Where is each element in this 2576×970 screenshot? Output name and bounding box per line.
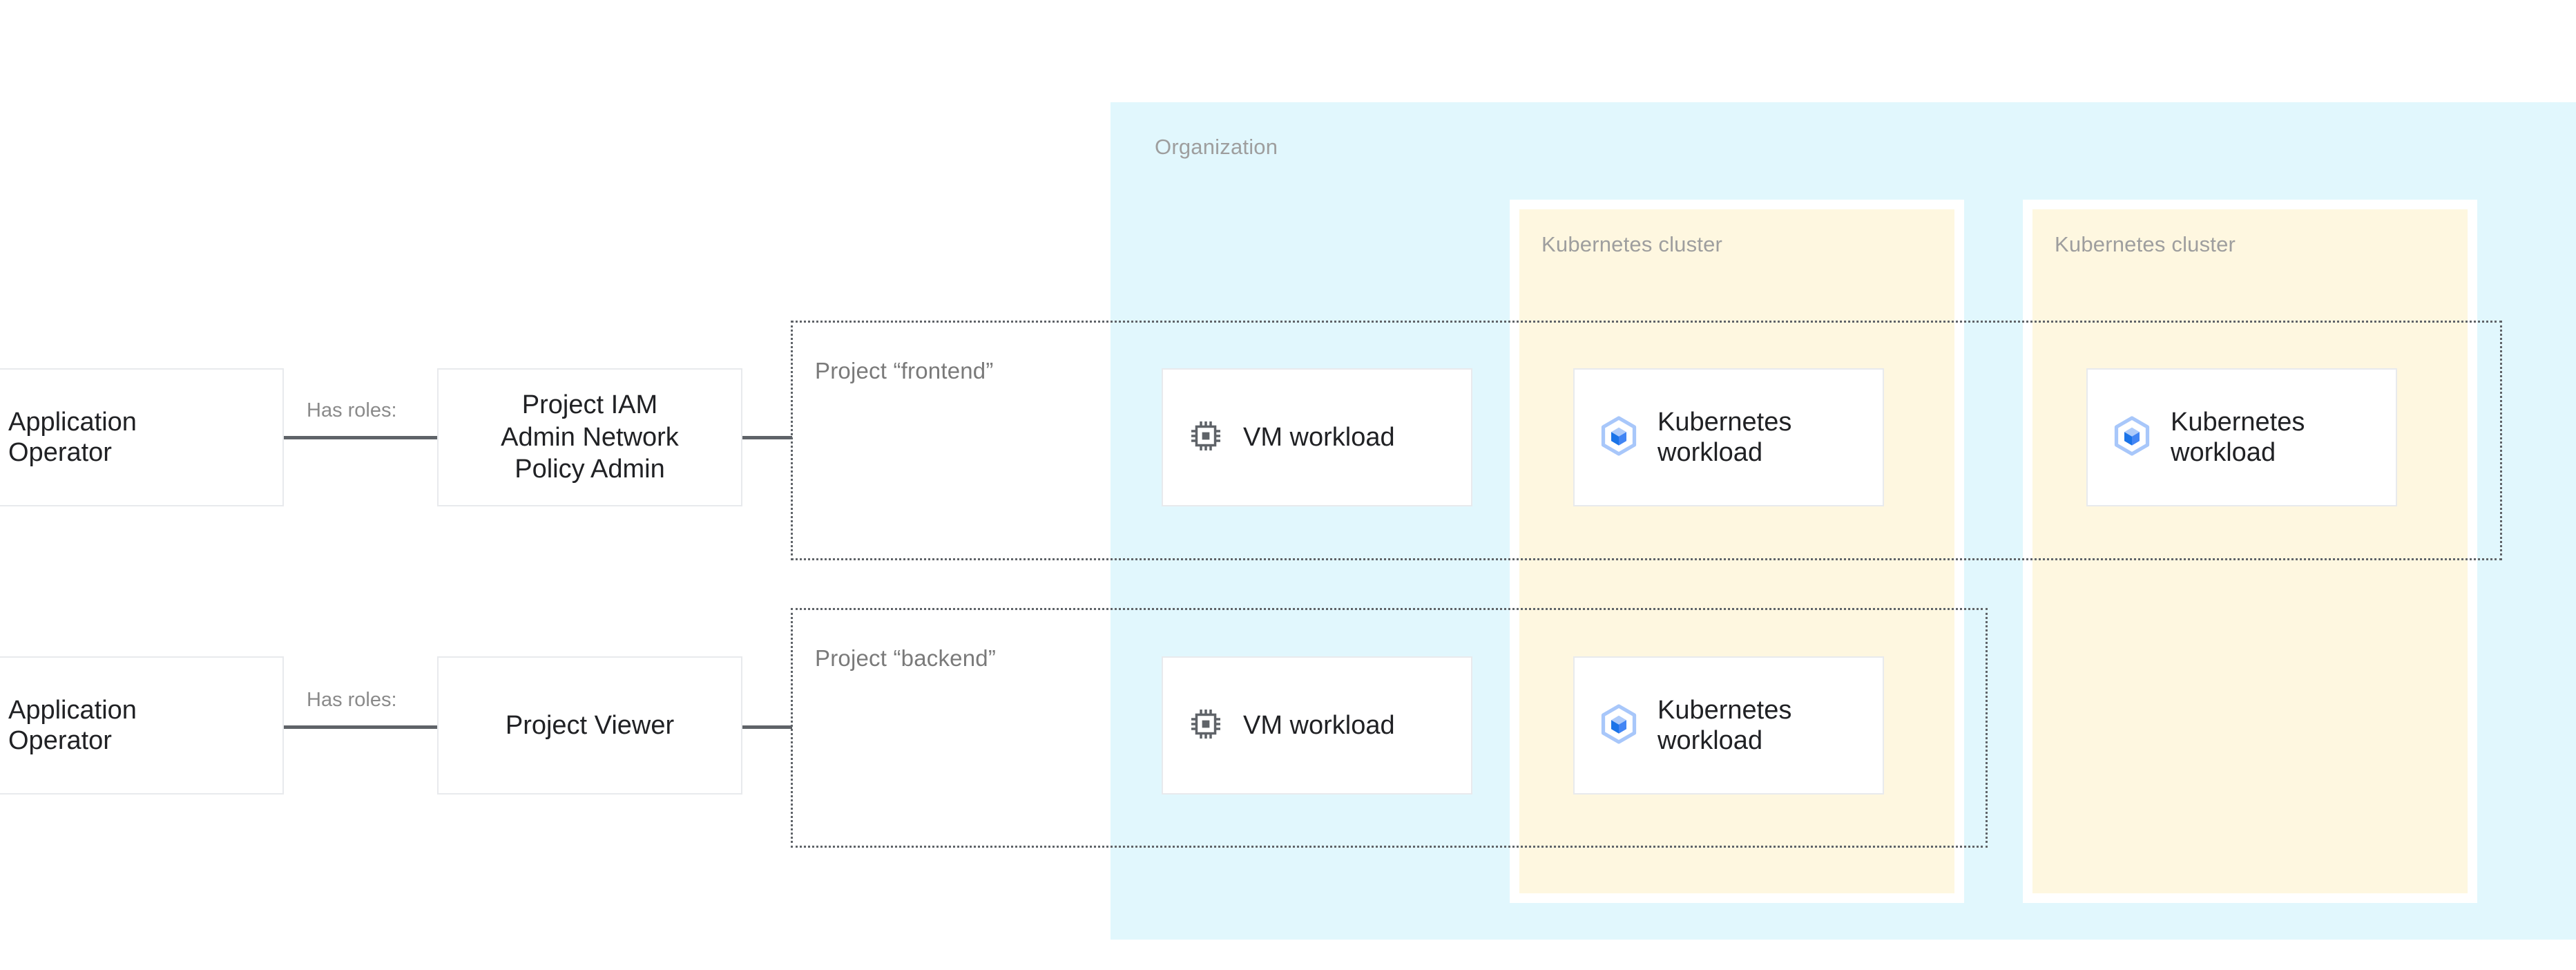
organization-label: Organization [1155, 135, 1278, 159]
principal-card-2[interactable]: Application Operator [0, 656, 284, 795]
role-line-1-2: Admin Network [501, 422, 679, 452]
workload-label-frontend-k8s-2: Kubernetes workload [2171, 407, 2305, 468]
connector-label-has-roles-2: Has roles: [307, 689, 397, 711]
project-frontend-container [791, 321, 2502, 560]
cpu-chip-icon [1186, 705, 1225, 747]
workload-line2: workload [1657, 438, 1763, 467]
workload-card-frontend-vm[interactable]: VM workload [1162, 368, 1472, 506]
workload-label-backend-k8s-1: Kubernetes workload [1657, 695, 1791, 757]
kubernetes-icon [1598, 703, 1640, 748]
principal-label-2: Application Operator [8, 695, 137, 757]
connector-principal-role-2 [284, 725, 437, 729]
kubernetes-cluster-2-label: Kubernetes cluster [2055, 232, 2236, 256]
workload-line1: Kubernetes [1657, 407, 1792, 437]
role-card-1[interactable]: Project IAM Admin Network Policy Admin [437, 368, 742, 506]
workload-line1: VM workload [1243, 710, 1395, 740]
project-backend-label: Project “backend” [815, 645, 997, 671]
workload-line2: workload [2171, 438, 2276, 467]
role-label-1: Project IAM Admin Network Policy Admin [491, 389, 689, 485]
kubernetes-cluster-2-container [2032, 209, 2468, 893]
role-card-2[interactable]: Project Viewer [437, 656, 742, 795]
connector-principal-role-1 [284, 436, 437, 439]
role-line-1-3: Policy Admin [515, 455, 665, 484]
project-frontend-label: Project “frontend” [815, 358, 994, 383]
kubernetes-cluster-1-label: Kubernetes cluster [1541, 232, 1723, 256]
principal-line2: Operator [8, 726, 112, 755]
role-label-2: Project Viewer [496, 710, 684, 741]
principal-card-1[interactable]: Application Operator [0, 368, 284, 506]
role-line-2-1: Project Viewer [505, 710, 675, 740]
principal-line2: Operator [8, 438, 112, 467]
connector-label-has-roles-1: Has roles: [307, 399, 397, 421]
role-line-1-1: Project IAM [521, 390, 658, 420]
principal-label-1: Application Operator [8, 407, 137, 468]
workload-label-frontend-vm: VM workload [1243, 422, 1395, 453]
workload-label-backend-vm: VM workload [1243, 710, 1395, 741]
workload-line2: workload [1657, 726, 1763, 755]
connector-role-project-1 [742, 436, 792, 439]
kubernetes-icon [1598, 415, 1640, 460]
kubernetes-icon [2111, 415, 2153, 460]
connector-role-project-2 [742, 725, 792, 729]
workload-line1: Kubernetes [2171, 407, 2305, 437]
principal-line1: Application [8, 695, 137, 725]
workload-label-frontend-k8s-1: Kubernetes workload [1657, 407, 1791, 468]
workload-line1: Kubernetes [1657, 695, 1792, 725]
workload-card-frontend-k8s-1[interactable]: Kubernetes workload [1573, 368, 1884, 506]
principal-line1: Application [8, 407, 137, 437]
workload-line1: VM workload [1243, 422, 1395, 452]
cpu-chip-icon [1186, 417, 1225, 459]
workload-card-backend-k8s-1[interactable]: Kubernetes workload [1573, 656, 1884, 795]
workload-card-backend-vm[interactable]: VM workload [1162, 656, 1472, 795]
workload-card-frontend-k8s-2[interactable]: Kubernetes workload [2086, 368, 2397, 506]
